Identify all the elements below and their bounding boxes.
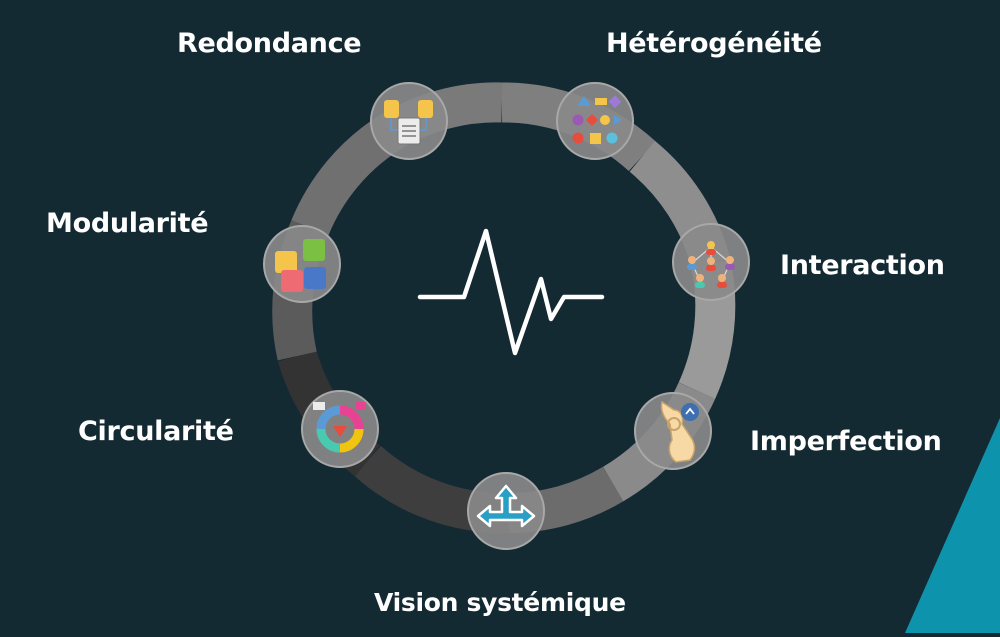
node-label-circularite: Circularité — [78, 416, 234, 447]
connected-people-icon — [672, 223, 750, 301]
node-label-heterogeneite: Hétérogénéité — [606, 28, 822, 59]
diverse-shapes-icon — [556, 82, 634, 160]
node-label-modularite: Modularité — [46, 208, 209, 239]
three-way-arrows-icon — [467, 472, 545, 550]
heartbeat-pulse-icon — [417, 228, 605, 356]
node-label-vision-systemique: Vision systémique — [374, 588, 626, 617]
node-label-interaction: Interaction — [780, 250, 945, 281]
corner-accent-shape — [905, 418, 1000, 633]
node-label-imperfection: Imperfection — [750, 426, 942, 457]
redundant-databases-icon — [370, 82, 448, 160]
node-label-redondance: Redondance — [177, 28, 362, 59]
ring-segment — [291, 115, 401, 236]
ok-hand-icon — [634, 392, 712, 470]
modular-cubes-icon — [263, 225, 341, 303]
circular-process-icon — [301, 390, 379, 468]
